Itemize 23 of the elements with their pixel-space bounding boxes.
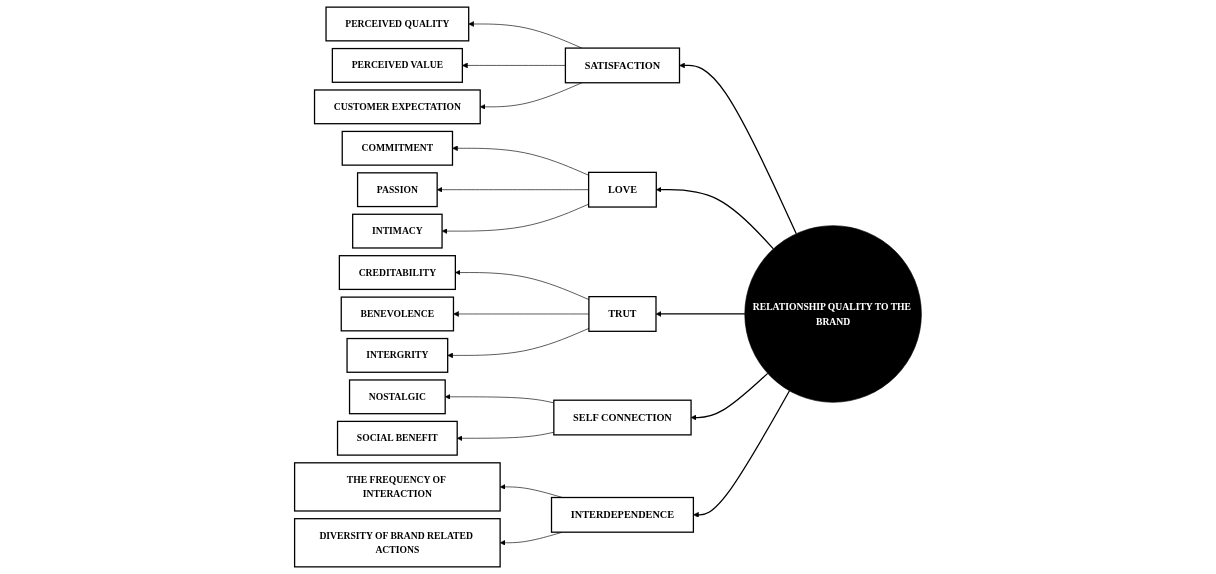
- node-box: TRUT: [588, 296, 657, 332]
- node-box: SOCIAL BENEFIT: [336, 420, 458, 456]
- node-box: INTIMACY: [352, 213, 443, 249]
- node-box: THE FREQUENCY OF INTERACTION: [293, 462, 501, 512]
- node-box: BENEVOLENCE: [340, 296, 455, 332]
- arrow: [693, 390, 791, 518]
- node-box: LOVE: [588, 171, 657, 208]
- node-box: PERCEIVED QUALITY: [325, 6, 470, 42]
- node-box: CREDITABILITY: [338, 255, 456, 291]
- node-box: COMMITMENT: [341, 130, 454, 166]
- node-box: CUSTOMER EXPECTATION: [313, 89, 481, 125]
- node-box: PASSION: [356, 172, 438, 208]
- node-box: SELF CONNECTION: [553, 399, 692, 436]
- arrow: [679, 62, 797, 235]
- arrow: [655, 311, 746, 317]
- node-box: PERCEIVED VALUE: [331, 47, 463, 83]
- node-box: DIVERSITY OF BRAND RELATED ACTIONS: [293, 518, 501, 568]
- node-box: NOSTALGIC: [348, 379, 446, 415]
- arrow: [656, 186, 775, 250]
- node-circle: RELATIONSHIP QUALITY TO THE BRAND: [744, 225, 922, 403]
- node-box: INTERDEPENDENCE: [550, 496, 695, 533]
- node-box: INTERGRITY: [346, 337, 449, 373]
- node-box: SATISFACTION: [564, 47, 681, 84]
